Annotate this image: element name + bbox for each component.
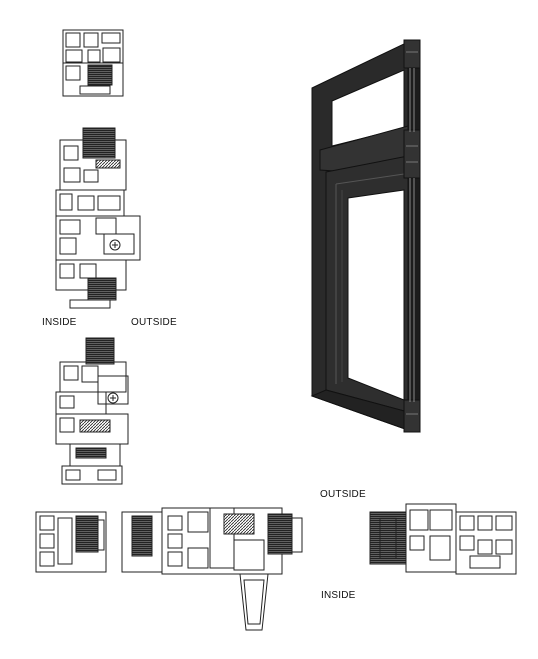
profile-section-top [62, 29, 124, 97]
window-render [310, 39, 421, 433]
profile-section-low [55, 337, 129, 485]
profile-section-bottom-center [121, 507, 303, 631]
profile-section-mid [55, 127, 141, 309]
profile-section-bottom-right [369, 503, 517, 575]
label-outside-right: OUTSIDE [320, 489, 366, 500]
profile-section-bottom-left [35, 511, 107, 573]
label-inside-left: INSIDE [42, 317, 77, 328]
label-outside-left: OUTSIDE [131, 317, 177, 328]
label-inside-right: INSIDE [321, 590, 356, 601]
